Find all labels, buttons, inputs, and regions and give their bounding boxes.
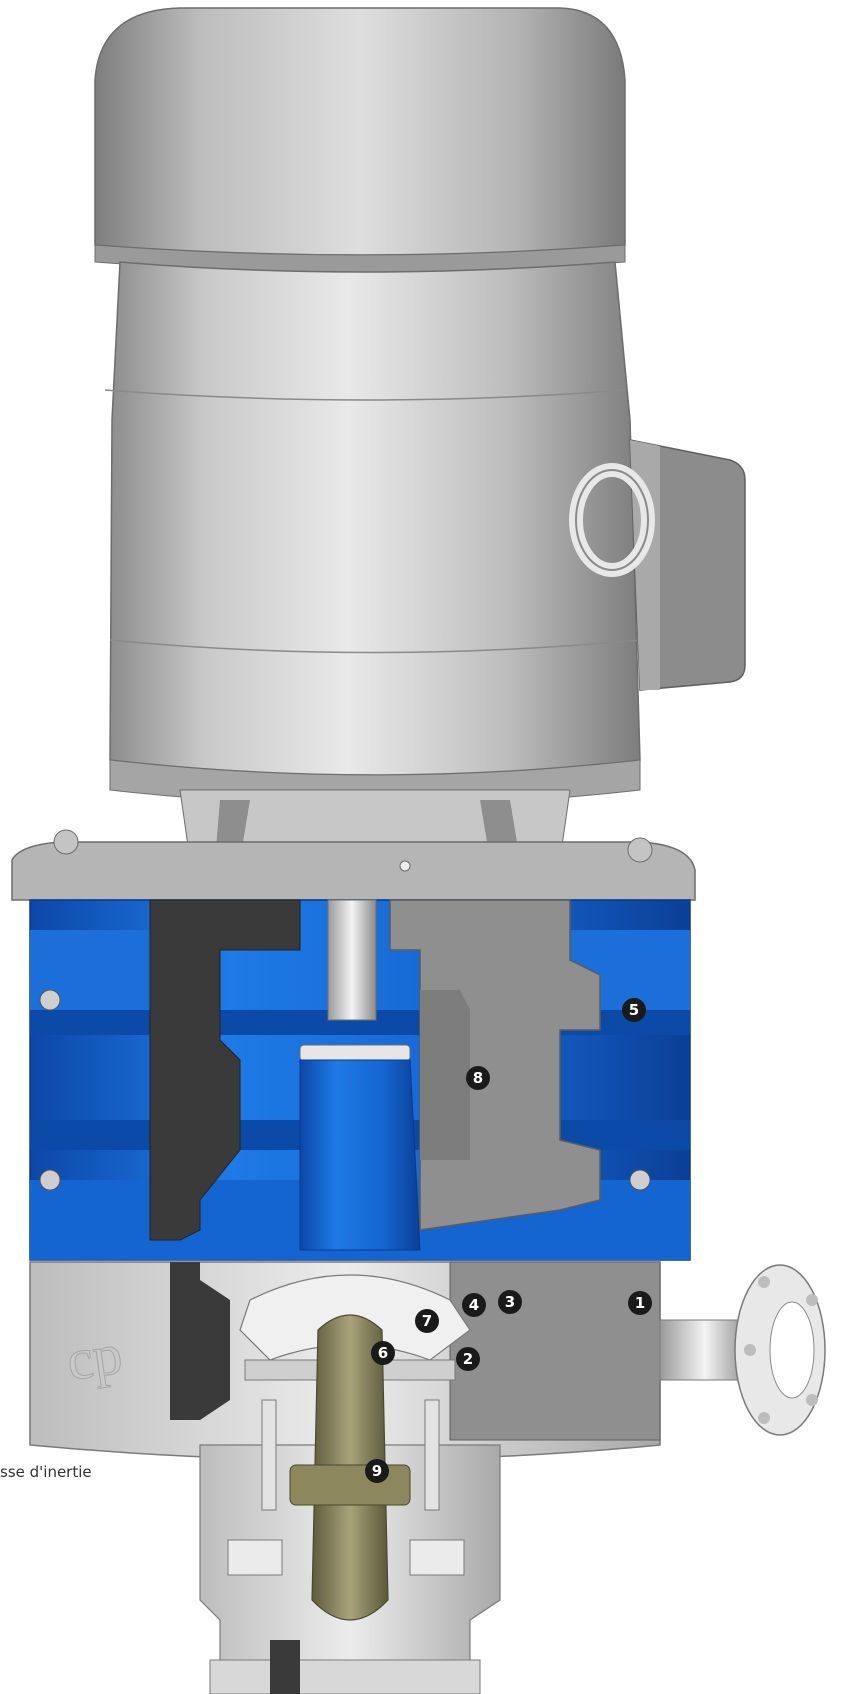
- callout-label: 2: [463, 1350, 473, 1368]
- motor-body: [104, 261, 641, 806]
- shaft: [289, 1314, 411, 1621]
- discharge-nozzle: [659, 1264, 826, 1436]
- top-flange-plate: [11, 829, 696, 901]
- casing-logo: cp: [63, 1321, 126, 1393]
- callout-1: 1: [628, 1291, 652, 1315]
- callout-2: 2: [456, 1347, 480, 1371]
- lifting-eye: [569, 463, 655, 577]
- callout-4: 4: [462, 1293, 486, 1317]
- callout-label: 6: [378, 1344, 388, 1362]
- callout-9: 9: [365, 1459, 389, 1483]
- callout-label: 5: [629, 1001, 639, 1019]
- callout-label: 8: [473, 1069, 483, 1087]
- callout-3: 3: [498, 1290, 522, 1314]
- shaft-coupling: [299, 899, 421, 1251]
- callout-6: 6: [371, 1341, 395, 1365]
- callout-label: 9: [372, 1462, 382, 1480]
- terminal-box: [629, 439, 746, 691]
- callout-label: 1: [635, 1294, 645, 1312]
- callout-8: 8: [466, 1066, 490, 1090]
- callout-label: 7: [422, 1312, 432, 1330]
- dark-cut-section: [149, 899, 301, 1241]
- section-cut: [389, 899, 601, 1231]
- callout-7: 7: [415, 1309, 439, 1333]
- callout-5: 5: [622, 998, 646, 1022]
- callout-label: 3: [505, 1293, 515, 1311]
- motor-top-cap: [94, 7, 626, 273]
- caption-fragment: sse d'inertie: [0, 1463, 92, 1481]
- callout-label: 4: [469, 1296, 479, 1314]
